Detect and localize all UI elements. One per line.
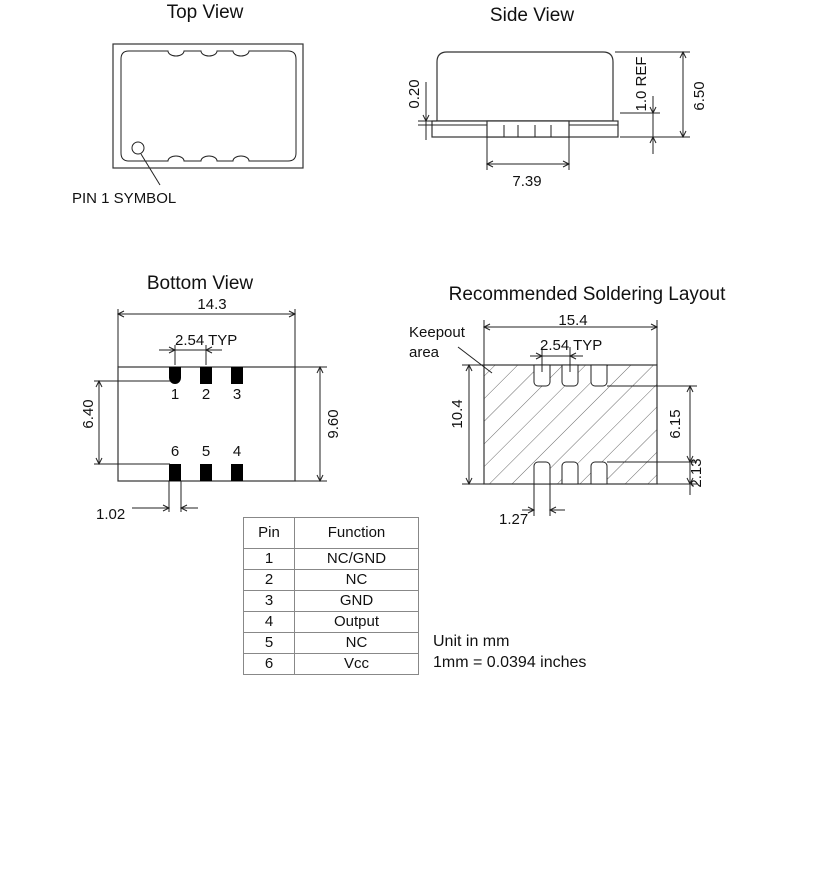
side-pad-span-dim: 7.39 bbox=[512, 173, 541, 190]
pin-cell: 5 bbox=[243, 632, 295, 654]
solder-pad-6 bbox=[533, 461, 551, 485]
pin-column-header: Pin bbox=[243, 517, 295, 549]
solder-width-dim: 15.4 bbox=[558, 312, 587, 329]
side-view-pads bbox=[486, 120, 570, 138]
function-cell: GND bbox=[294, 590, 419, 612]
side-ref-dim: 1.0 REF bbox=[633, 56, 650, 111]
top-view-lid bbox=[120, 50, 297, 162]
bottom-pitch-dim: 2.54 TYP bbox=[175, 332, 237, 349]
pin-number: 3 bbox=[233, 386, 241, 403]
bottom-height-dim: 9.60 bbox=[325, 409, 342, 438]
side-view-can bbox=[436, 51, 614, 122]
bottom-pad-2 bbox=[200, 367, 212, 384]
pin1-marker-icon bbox=[131, 141, 145, 155]
pin-cell: 2 bbox=[243, 569, 295, 591]
solder-pad-width-dim: 1.27 bbox=[499, 511, 528, 528]
side-view-title: Side View bbox=[490, 5, 574, 26]
pin-cell: 1 bbox=[243, 548, 295, 570]
pin-cell: 4 bbox=[243, 611, 295, 633]
function-cell: Output bbox=[294, 611, 419, 633]
solder-pad-2 bbox=[561, 364, 579, 387]
solder-row-spacing-dim: 6.15 bbox=[667, 409, 684, 438]
pin-cell: 6 bbox=[243, 653, 295, 675]
bottom-pad-1 bbox=[169, 367, 181, 384]
solder-pad-4 bbox=[590, 461, 608, 485]
keepout-leader bbox=[457, 346, 493, 374]
solder-pad-1 bbox=[533, 364, 551, 387]
bottom-pad-4 bbox=[231, 464, 243, 481]
function-cell: NC bbox=[294, 569, 419, 591]
table-header-row: Pin Function bbox=[243, 517, 419, 549]
pin-number: 2 bbox=[202, 386, 210, 403]
table-row: 6 Vcc bbox=[243, 653, 419, 675]
solder-pad-3 bbox=[590, 364, 608, 387]
table-row: 4 Output bbox=[243, 611, 419, 633]
bottom-row-spacing-dim: 6.40 bbox=[80, 399, 97, 428]
pin-function-table: Pin Function 1 NC/GND 2 NC 3 GND 4 Outpu… bbox=[243, 517, 419, 675]
table-row: 2 NC bbox=[243, 569, 419, 591]
top-view-title: Top View bbox=[167, 2, 244, 23]
function-column-header: Function bbox=[294, 517, 419, 549]
bottom-view-title: Bottom View bbox=[147, 273, 254, 294]
function-cell: NC bbox=[294, 632, 419, 654]
bottom-pad-width-dim: 1.02 bbox=[96, 506, 125, 523]
pin1-leader bbox=[140, 153, 161, 186]
pin-number: 4 bbox=[233, 443, 241, 460]
function-cell: Vcc bbox=[294, 653, 419, 675]
table-row: 1 NC/GND bbox=[243, 548, 419, 570]
solder-pad-5 bbox=[561, 461, 579, 485]
table-row: 5 NC bbox=[243, 632, 419, 654]
bottom-pad-6 bbox=[169, 464, 181, 481]
bottom-pad-5 bbox=[200, 464, 212, 481]
solder-pitch-dim: 2.54 TYP bbox=[540, 337, 602, 354]
table-row: 3 GND bbox=[243, 590, 419, 612]
function-cell: NC/GND bbox=[294, 548, 419, 570]
side-height-dim: 6.50 bbox=[691, 81, 708, 110]
pin1-label: PIN 1 SYMBOL bbox=[72, 190, 176, 207]
top-view-outline bbox=[112, 43, 304, 169]
pin-number: 5 bbox=[202, 443, 210, 460]
unit-note: Unit in mm bbox=[433, 633, 510, 650]
conversion-note: 1mm = 0.0394 inches bbox=[433, 654, 587, 671]
pin-cell: 3 bbox=[243, 590, 295, 612]
keepout-label: area bbox=[409, 344, 440, 361]
bottom-view: Bottom View 1 2 3 6 5 4 14.3 2.54 TYP 9 bbox=[80, 273, 342, 523]
side-view: Side View 6.50 1.0 REF 0.20 7.39 bbox=[406, 5, 708, 190]
bottom-pad-3 bbox=[231, 367, 243, 384]
top-view: Top View PIN 1 SYMBOL bbox=[72, 2, 304, 207]
solder-layout: Recommended Soldering Layout Keepout are… bbox=[409, 284, 726, 528]
solder-layout-title: Recommended Soldering Layout bbox=[449, 284, 726, 305]
solder-pad-length-dim: 2.13 bbox=[688, 458, 705, 487]
side-standoff-dim: 0.20 bbox=[406, 79, 423, 108]
solder-height-dim: 10.4 bbox=[449, 399, 466, 428]
keepout-label: Keepout bbox=[409, 324, 466, 341]
pin-number: 6 bbox=[171, 443, 179, 460]
bottom-width-dim: 14.3 bbox=[197, 296, 226, 313]
pin-number: 1 bbox=[171, 386, 179, 403]
